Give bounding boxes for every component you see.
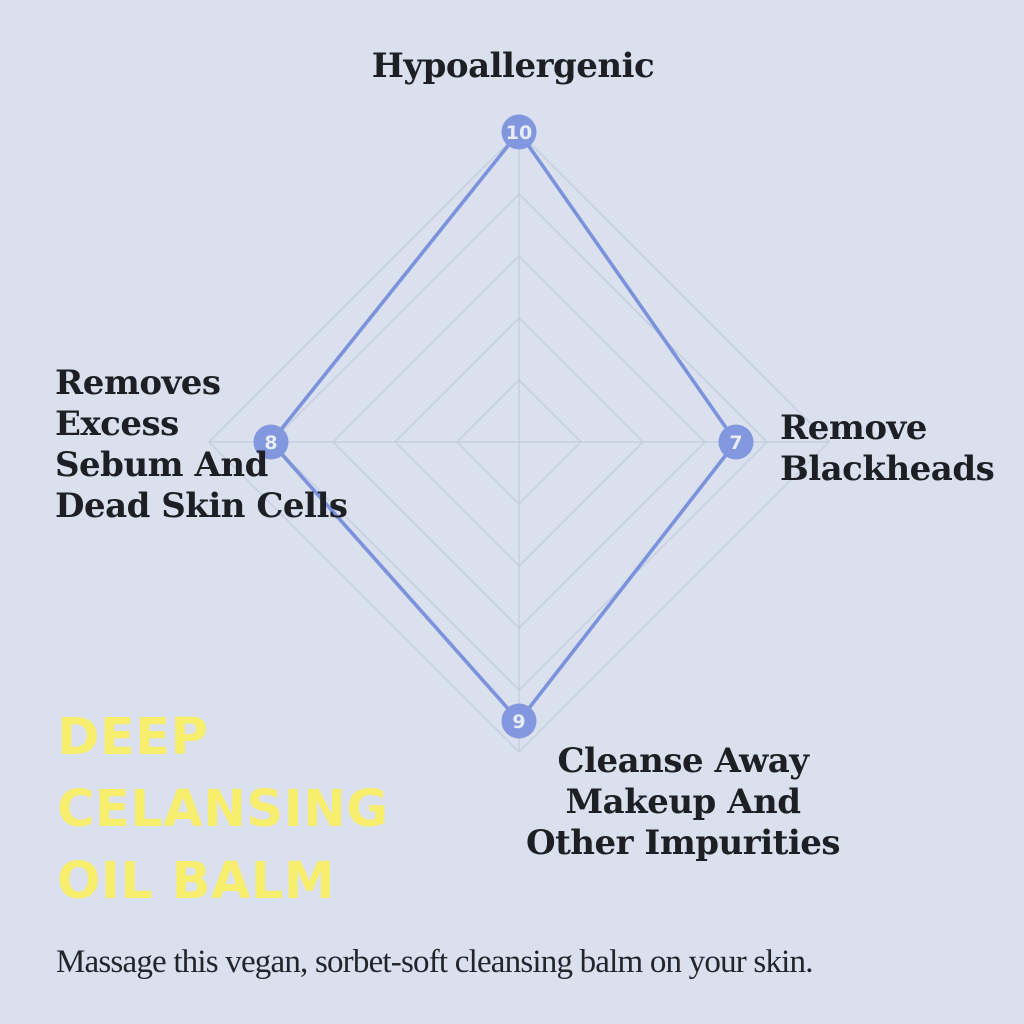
- data-point-badge: [501, 703, 537, 739]
- axis-label-line: Excess: [55, 404, 179, 444]
- axis-label-line: Sebum And: [55, 445, 268, 485]
- data-point-value: 8: [264, 432, 277, 454]
- axis-label-line: Dead Skin Cells: [55, 486, 348, 526]
- radar-axis-label-removes-sebum: Removes Excess Sebum And Dead Skin Cells: [55, 363, 348, 527]
- product-title-line: OIL BALM: [57, 852, 336, 911]
- product-title: DEEP CELANSING OIL BALM: [57, 702, 389, 918]
- axis-label-line: Remove: [780, 408, 927, 448]
- product-title-line: CELANSING: [57, 780, 389, 839]
- radar-axis-label-hypoallergenic: Hypoallergenic: [371, 46, 655, 87]
- axis-label-line: Hypoallergenic: [371, 46, 655, 86]
- axis-label-line: Removes: [55, 363, 221, 403]
- radar-axis-label-remove-blackheads: Remove Blackheads: [780, 408, 995, 490]
- axis-label-line: Makeup And: [565, 782, 801, 822]
- data-point-badge: [501, 114, 537, 150]
- caption-text: Massage this vegan, sorbet-soft cleansin…: [56, 944, 813, 980]
- axis-label-line: Blackheads: [780, 449, 995, 489]
- axis-label-line: Other Impurities: [525, 823, 841, 863]
- product-title-line: DEEP: [57, 708, 209, 767]
- data-point-value: 9: [512, 711, 525, 733]
- axis-label-line: Cleanse Away: [557, 741, 809, 781]
- data-point-badge: [718, 424, 754, 460]
- data-point-value: 7: [729, 432, 742, 454]
- data-point-value: 10: [506, 122, 532, 144]
- radar-axis-label-cleanse-away: Cleanse Away Makeup And Other Impurities: [525, 741, 841, 864]
- data-point-badge: [253, 424, 289, 460]
